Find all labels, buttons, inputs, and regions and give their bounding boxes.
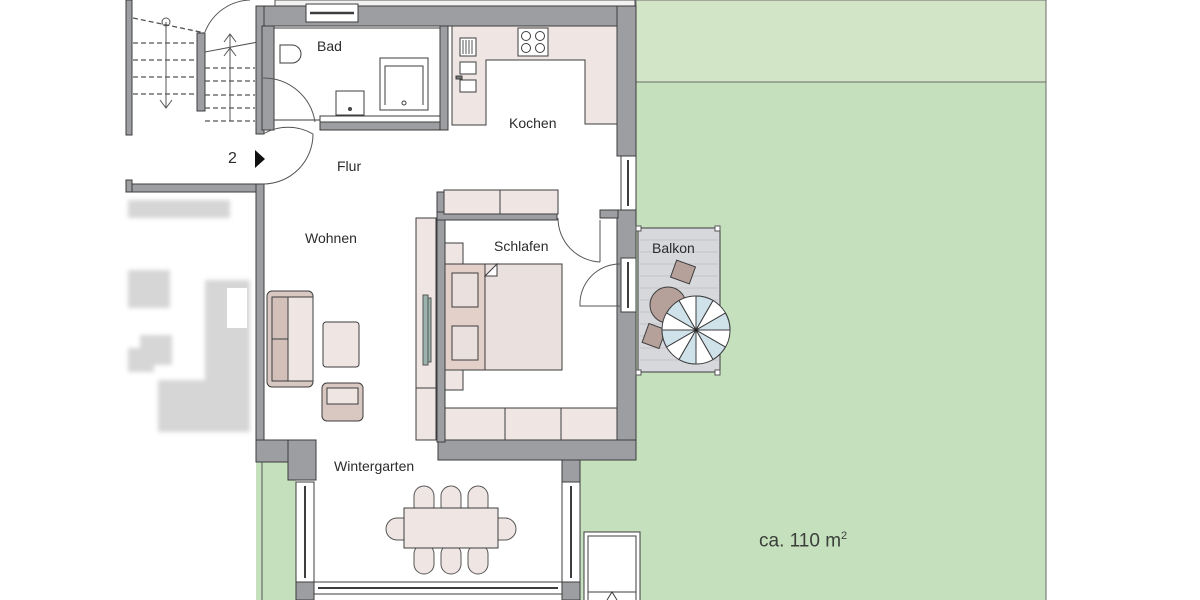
terrace-steps (583, 531, 641, 600)
unit-number: 2 (228, 150, 237, 167)
room-label-kochen: Kochen (509, 115, 557, 131)
garden-area-unit: 2 (841, 530, 848, 542)
parasol (661, 295, 731, 365)
garden-area-value: ca. 110 m (759, 530, 842, 552)
lawn-upper (635, 0, 1047, 83)
living-furniture (266, 290, 364, 422)
wardrobes (415, 189, 618, 441)
windows (295, 3, 637, 595)
room-label-wintergarten: Wintergarten (334, 458, 415, 474)
room-label-bad: Bad (317, 38, 342, 54)
kitchen-counters (451, 25, 618, 126)
room-label-wohnen: Wohnen (305, 230, 357, 246)
bed (444, 242, 563, 391)
room-label-flur: Flur (337, 158, 362, 174)
garden-area-label: ca. 110 m2 (759, 530, 847, 552)
doors (262, 77, 621, 307)
entrance-arrow-icon (255, 150, 265, 168)
blurred-neighbour (128, 200, 250, 432)
staircase (125, 0, 259, 136)
bathroom-fixtures (273, 27, 441, 123)
room-label-schlafen: Schlafen (494, 238, 549, 254)
room-label-balkon: Balkon (652, 240, 695, 256)
lawn-left-strip (256, 462, 296, 600)
dining-set (385, 485, 517, 575)
balcony (635, 225, 731, 376)
